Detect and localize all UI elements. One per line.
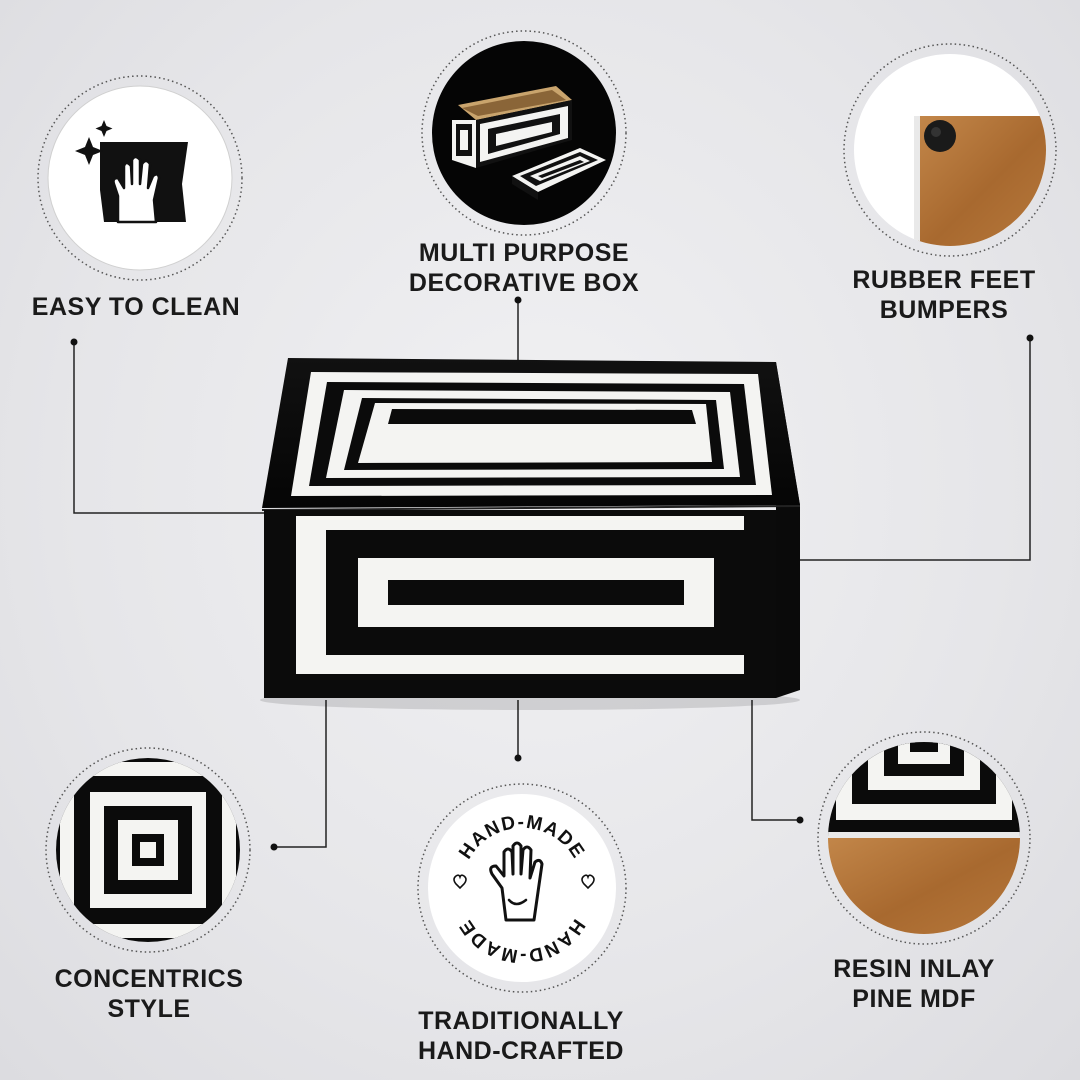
label-resin-inlay-line2: PINE MDF [852,985,976,1013]
feature-circle-rubber-feet [843,43,1057,257]
leader-line-resin-inlay [751,700,800,821]
feature-circle-multi-purpose [421,30,627,236]
label-concentrics-line1: CONCENTRICS [54,965,244,993]
concentric-squares-pattern [56,758,240,942]
feature-circle-resin-inlay [817,731,1031,945]
label-hand-crafted: TRADITIONALLY HAND-CRAFTED [396,1006,646,1066]
label-hand-crafted-line2: HAND-CRAFTED [418,1037,624,1065]
open-box-photo [452,86,606,200]
leader-dots [70,296,1034,851]
label-rubber-feet-line2: BUMPERS [879,296,1009,324]
label-multi-purpose-line2: DECORATIVE BOX [408,269,640,297]
resin-inlay-photo [828,742,1020,934]
label-easy-to-clean: EASY TO CLEAN [28,292,244,322]
label-multi-purpose: MULTI PURPOSE DECORATIVE BOX [388,238,660,298]
label-easy-to-clean-text: EASY TO CLEAN [31,293,241,321]
label-resin-inlay-line1: RESIN INLAY [833,955,995,983]
feature-circle-hand-crafted [417,783,627,993]
rubber-foot-photo [914,116,1046,246]
main-box-image [260,358,801,710]
label-resin-inlay: RESIN INLAY PINE MDF [804,954,1024,1014]
leader-line-easy-clean [73,342,264,514]
label-multi-purpose-line1: MULTI PURPOSE [418,239,630,267]
label-rubber-feet: RUBBER FEET BUMPERS [830,265,1058,325]
label-concentrics: CONCENTRICS STYLE [38,964,260,1024]
feature-circle-easy-clean [37,75,243,281]
hand-made-stamp-icon [453,841,595,922]
leader-line-rubber-feet [800,338,1031,561]
leader-lines [73,300,1031,848]
label-hand-crafted-line1: TRADITIONALLY [418,1007,624,1035]
feature-circle-concentrics [45,747,251,953]
leader-line-concentrics [274,700,327,848]
cleaning-cloth-icon [75,120,188,224]
label-rubber-feet-line1: RUBBER FEET [852,266,1036,294]
label-concentrics-line2: STYLE [107,995,191,1023]
